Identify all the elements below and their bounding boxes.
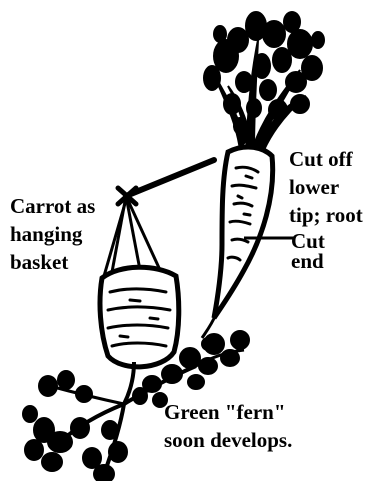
basket-strings (104, 196, 160, 276)
label-cut-end: Cut end (291, 231, 325, 271)
carrot-body (214, 147, 273, 318)
hanging-basket (100, 160, 214, 404)
carrot-top-foliage (204, 12, 324, 152)
hanger-stick (126, 160, 214, 196)
label-cut-tip: Cut off lower tip; root (289, 145, 363, 229)
label-hanging-basket: Carrot as hanging basket (10, 192, 95, 276)
basket-body (100, 267, 179, 367)
label-green-fern: Green "fern" soon develops. (164, 398, 292, 454)
